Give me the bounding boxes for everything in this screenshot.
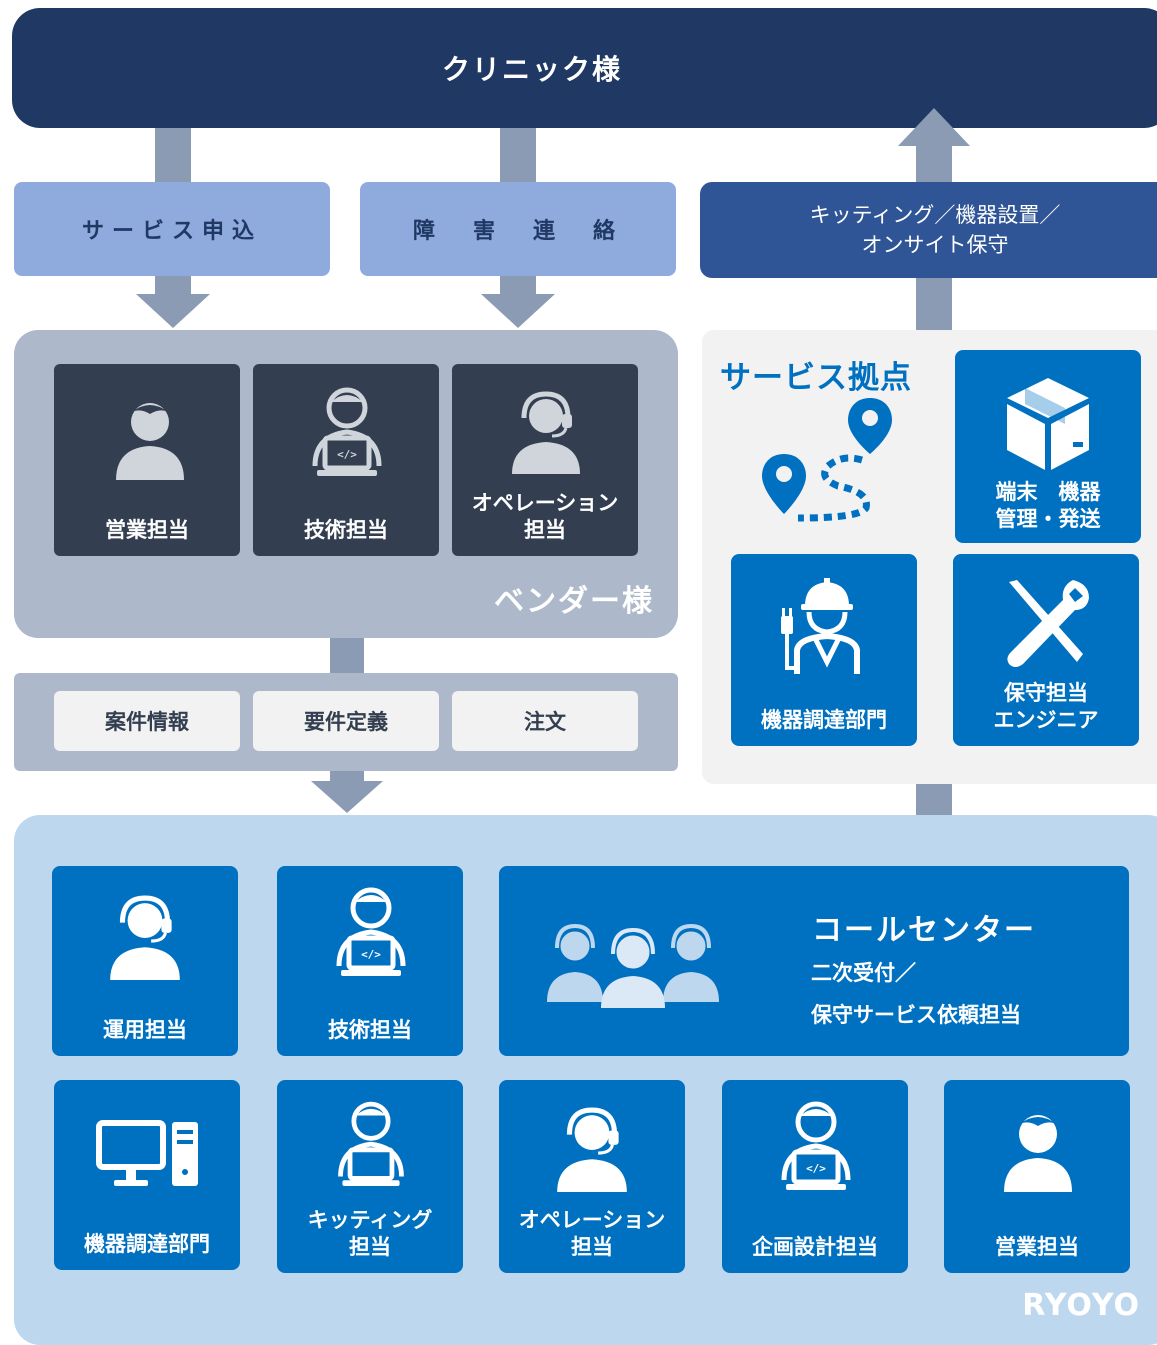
clinic-header: クリニック様 — [12, 8, 1157, 128]
call-center-line1: 二次受付／ — [811, 961, 916, 985]
connector-ryoyo-to-base — [916, 784, 952, 816]
ryoyo-planning-label: 企画設計担当 — [722, 1234, 908, 1261]
call-center-title: コールセンター — [812, 913, 1036, 948]
device-management-label-line2: 管理・発送 — [995, 507, 1101, 531]
vendor-tech-label: 技術担当 — [253, 517, 439, 544]
ryoyo-operation-label: オペレーション 担当 — [499, 1207, 685, 1261]
vendor-tech-label-text: 技術担当 — [304, 518, 388, 542]
ryoyo-procurement-label-text: 機器調達部門 — [84, 1232, 210, 1256]
service-base-title: サービス拠点 — [720, 360, 912, 396]
ryoyo-kitting-card: キッティング 担当 — [277, 1080, 463, 1273]
ryoyo-sales-label: 営業担当 — [944, 1234, 1130, 1261]
tools-icon — [1007, 580, 1089, 667]
connector-vendor-to-docs — [330, 638, 364, 674]
doc-requirements-label: 要件定義 — [304, 710, 388, 734]
ryoyo-operation-card: オペレーション 担当 — [499, 1080, 685, 1273]
vendor-operation-card: オペレーション 担当 — [452, 364, 638, 556]
call-center-group-icon — [547, 923, 719, 1008]
ryoyo-operation-label-line1: オペレーション — [518, 1208, 666, 1232]
ryoyo-operations-label: 運用担当 — [52, 1017, 238, 1044]
maintenance-engineer-card: 保守担当 エンジニア — [953, 554, 1139, 746]
ryoyo-tech-label-text: 技術担当 — [328, 1018, 412, 1042]
ryoyo-kitting-label: キッティング 担当 — [277, 1207, 463, 1261]
ryoyo-procurement-card: 機器調達部門 — [54, 1080, 240, 1270]
engineer-laptop-icon: </> — [312, 387, 382, 476]
vendor-operation-label-line1: オペレーション — [471, 491, 619, 515]
svg-text:</>: </> — [361, 948, 381, 961]
maintenance-engineer-label-line1: 保守担当 — [1004, 681, 1088, 705]
connector-docs-to-ryoyo — [330, 771, 364, 783]
device-management-label: 端末 機器 管理・発送 — [955, 479, 1141, 533]
arrow-down-icon — [311, 781, 383, 813]
device-management-label-line1: 端末 機器 — [995, 480, 1101, 504]
kitting-box: キッティング／機器設置／ オンサイト保守 — [700, 182, 1157, 278]
connector-base-to-kitting — [916, 278, 952, 332]
arrow-request-to-vendor-shaft — [155, 276, 191, 296]
doc-project-info-label: 案件情報 — [105, 710, 189, 734]
connector-clinic-to-request — [155, 128, 191, 184]
engineer-laptop-icon: </> — [336, 887, 406, 976]
arrow-down-icon — [481, 294, 555, 328]
call-center-line2: 保守サービス依頼担当 — [811, 1003, 1021, 1027]
route-pin-icon — [762, 398, 892, 522]
ryoyo-planning-card: </> 企画設計担当 — [722, 1080, 908, 1273]
vendor-operation-label: オペレーション 担当 — [452, 490, 638, 544]
vendor-sales-label: 営業担当 — [54, 517, 240, 544]
arrow-up-icon — [898, 108, 970, 146]
person-laptop-icon — [338, 1101, 404, 1186]
doc-project-info: 案件情報 — [54, 691, 240, 751]
ryoyo-tech-label: 技術担当 — [277, 1017, 463, 1044]
vendor-panel: 営業担当 </> 技術担当 オペレーション 担当 ベンダー様 — [14, 330, 678, 638]
doc-order-label: 注文 — [524, 710, 566, 734]
vendor-tech-card: </> 技術担当 — [253, 364, 439, 556]
box-icon — [1007, 378, 1089, 470]
ryoyo-sales-label-text: 営業担当 — [995, 1235, 1079, 1259]
ryoyo-kitting-label-line2: 担当 — [349, 1235, 391, 1259]
kitting-line2: オンサイト保守 — [861, 233, 1009, 257]
ryoyo-sales-card: 営業担当 — [944, 1080, 1130, 1273]
desktop-pc-icon — [96, 1120, 198, 1186]
base-procurement-label-text: 機器調達部門 — [761, 708, 887, 732]
call-center-card: 二次受付／ 保守サービス依頼担当 — [499, 866, 1129, 1056]
kitting-line1: キッティング／機器設置／ — [809, 203, 1061, 227]
ryoyo-operations-label-text: 運用担当 — [103, 1018, 187, 1042]
ryoyo-planning-label-text: 企画設計担当 — [752, 1235, 878, 1259]
person-icon — [1004, 1115, 1072, 1192]
connector-kitting-to-clinic — [916, 144, 952, 184]
connector-clinic-to-incident — [500, 128, 536, 184]
arrow-incident-to-vendor-shaft — [500, 276, 536, 296]
maintenance-engineer-label-line2: エンジニア — [993, 708, 1099, 732]
ryoyo-label: RYOYO — [1022, 1288, 1140, 1323]
vendor-sales-card: 営業担当 — [54, 364, 240, 556]
clinic-title: クリニック様 — [441, 53, 622, 86]
headset-operator-icon — [512, 391, 580, 474]
ryoyo-kitting-label-line1: キッティング — [307, 1208, 433, 1232]
ryoyo-tech-card: </> 技術担当 — [277, 866, 463, 1056]
headset-operator-icon — [557, 1107, 627, 1192]
svg-text:</>: </> — [337, 448, 357, 461]
service-request-box: サービス申込 — [14, 182, 330, 276]
device-management-card: 端末 機器 管理・発送 — [955, 350, 1141, 543]
doc-order: 注文 — [452, 691, 638, 751]
ryoyo-operations-card: 運用担当 — [52, 866, 238, 1056]
service-request-label: サービス申込 — [81, 219, 262, 244]
vendor-sales-label-text: 営業担当 — [105, 518, 189, 542]
vendor-title: ベンダー様 — [494, 584, 654, 619]
arrow-down-icon — [136, 294, 210, 328]
base-procurement-card: 機器調達部門 — [731, 554, 917, 746]
engineer-laptop-icon: </> — [781, 1101, 851, 1190]
incident-report-label: 障 害 連 絡 — [412, 219, 623, 244]
vendor-operation-label-line2: 担当 — [524, 518, 566, 542]
ryoyo-operation-label-line2: 担当 — [571, 1235, 613, 1259]
person-icon — [116, 403, 184, 480]
headset-operator-icon — [110, 895, 180, 980]
maintenance-engineer-label: 保守担当 エンジニア — [953, 680, 1139, 734]
svg-text:</>: </> — [806, 1162, 826, 1175]
incident-report-box: 障 害 連 絡 — [360, 182, 676, 276]
doc-requirements: 要件定義 — [253, 691, 439, 751]
field-worker-icon — [781, 578, 860, 674]
documents-bar: 案件情報 要件定義 注文 — [14, 673, 678, 771]
ryoyo-procurement-label: 機器調達部門 — [54, 1231, 240, 1258]
base-procurement-label: 機器調達部門 — [731, 707, 917, 734]
